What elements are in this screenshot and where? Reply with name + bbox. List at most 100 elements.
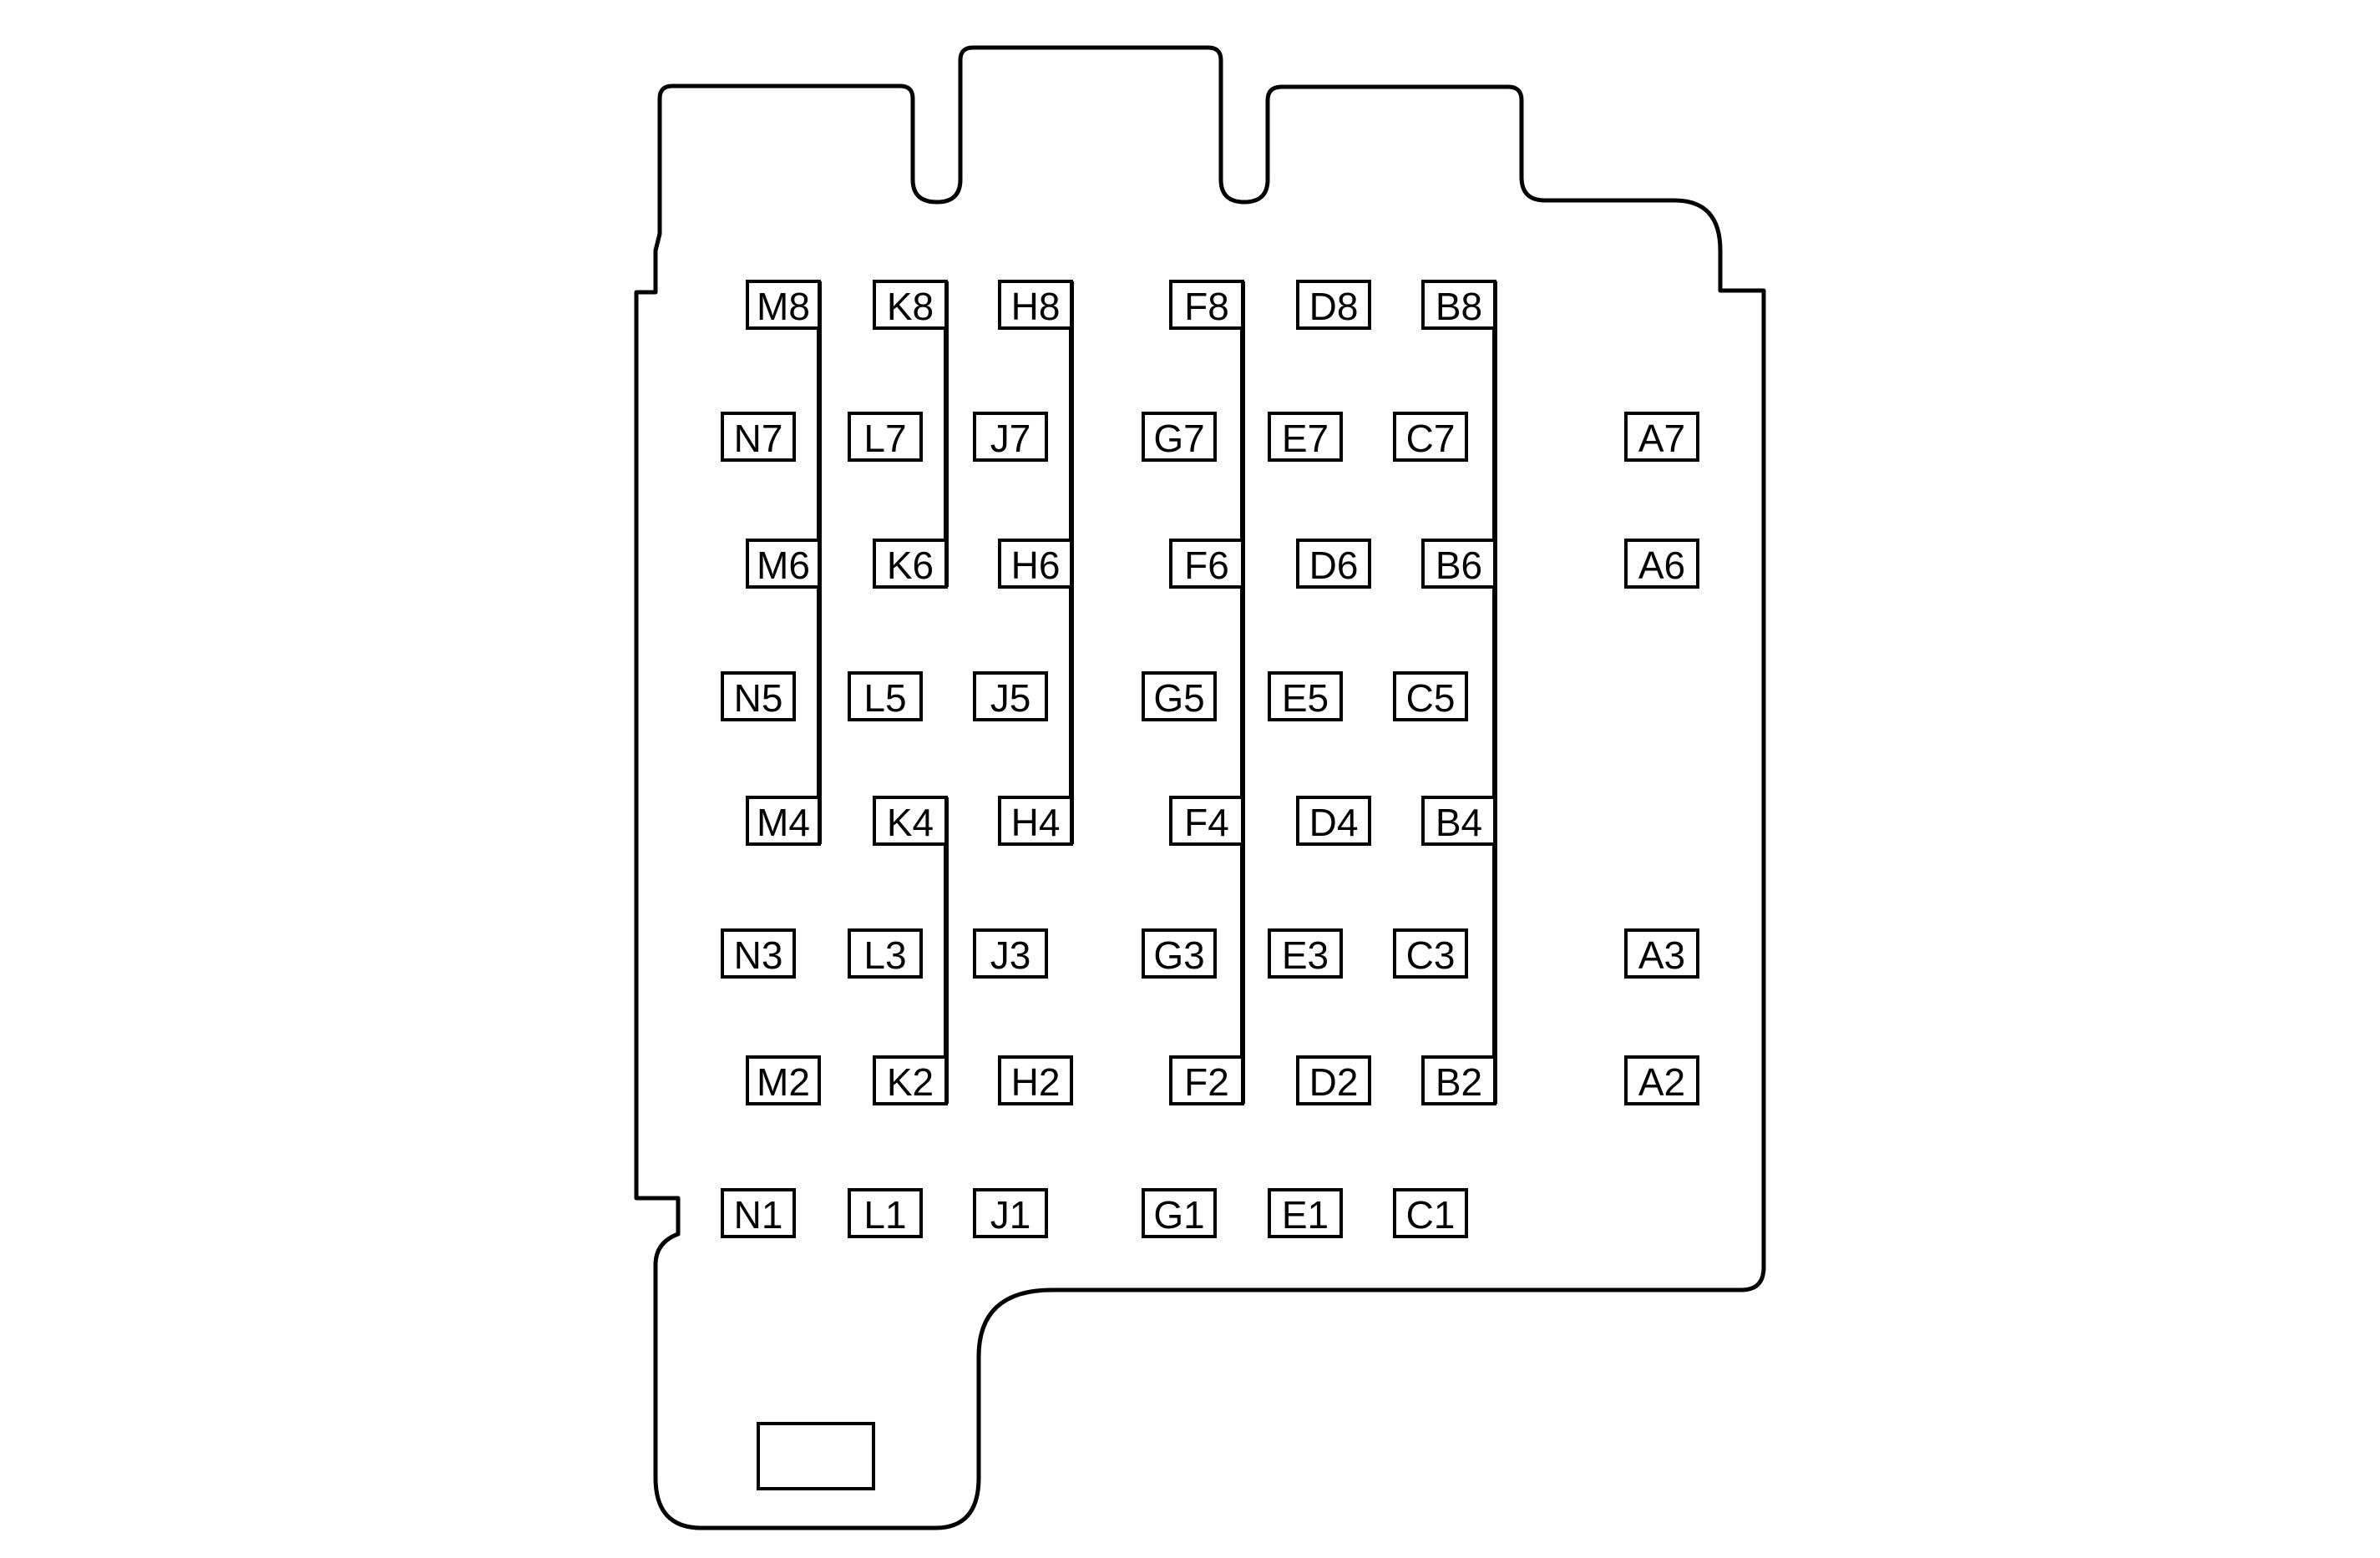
terminal-label: A7 <box>1638 417 1685 460</box>
terminal-box <box>1421 1055 1496 1105</box>
terminal-box <box>1169 280 1244 330</box>
terminal-label: K4 <box>887 801 934 844</box>
terminal-box <box>1268 412 1343 462</box>
terminal-box <box>1624 928 1699 979</box>
terminal-n7: N7 <box>721 412 796 462</box>
terminal-box <box>1624 539 1699 589</box>
terminal-box <box>1142 928 1217 979</box>
terminal-box <box>873 280 948 330</box>
terminal-box <box>998 796 1073 846</box>
connector-housing-outline <box>634 45 1766 1530</box>
terminal-b6: B6 <box>1421 539 1496 589</box>
terminal-box <box>1421 539 1496 589</box>
terminal-label: H8 <box>1011 285 1061 328</box>
terminal-box <box>746 280 821 330</box>
terminal-box <box>1421 796 1496 846</box>
terminal-f4: F4 <box>1169 796 1244 846</box>
terminal-label: C1 <box>1406 1193 1456 1237</box>
terminal-m6: M6 <box>746 539 821 589</box>
terminal-box <box>1393 928 1468 979</box>
terminal-label: L7 <box>863 417 906 460</box>
terminal-box <box>1268 1188 1343 1238</box>
terminal-h2: H2 <box>998 1055 1073 1105</box>
terminal-h8: H8 <box>998 280 1073 330</box>
terminal-f2: F2 <box>1169 1055 1244 1105</box>
terminal-box <box>1169 1055 1244 1105</box>
terminal-box <box>1296 539 1371 589</box>
terminal-label: G5 <box>1153 676 1204 720</box>
terminal-box <box>721 412 796 462</box>
terminal-g1: G1 <box>1142 1188 1217 1238</box>
terminal-box <box>973 1188 1048 1238</box>
terminal-a7: A7 <box>1624 412 1699 462</box>
terminal-box <box>998 280 1073 330</box>
terminal-f6: F6 <box>1169 539 1244 589</box>
terminal-label: C7 <box>1406 417 1456 460</box>
terminal-label: F6 <box>1184 544 1229 587</box>
terminal-label: N5 <box>734 676 783 720</box>
terminal-label: B4 <box>1436 801 1482 844</box>
terminal-f8: F8 <box>1169 280 1244 330</box>
terminal-label: E3 <box>1282 933 1329 977</box>
terminal-label: C3 <box>1406 933 1456 977</box>
terminal-label: K2 <box>887 1060 934 1104</box>
terminal-n5: N5 <box>721 671 796 721</box>
terminal-label: E5 <box>1282 676 1329 720</box>
terminal-label: L1 <box>863 1193 906 1237</box>
terminal-e3: E3 <box>1268 928 1343 979</box>
terminal-label: D2 <box>1309 1060 1359 1104</box>
terminal-box <box>721 1188 796 1238</box>
terminal-a2: A2 <box>1624 1055 1699 1105</box>
terminal-box <box>1393 1188 1468 1238</box>
terminal-label: H4 <box>1011 801 1061 844</box>
terminal-box <box>746 539 821 589</box>
terminal-box <box>973 671 1048 721</box>
terminal-label: E1 <box>1282 1193 1329 1237</box>
terminal-label: M8 <box>757 285 810 328</box>
terminal-box <box>1268 928 1343 979</box>
locking-tab <box>757 1422 875 1490</box>
terminal-box <box>1296 280 1371 330</box>
terminal-label: F2 <box>1184 1060 1229 1104</box>
terminal-box <box>1624 1055 1699 1105</box>
terminal-l7: L7 <box>848 412 923 462</box>
terminal-box <box>721 671 796 721</box>
terminal-label: J5 <box>990 676 1031 720</box>
terminal-label: L3 <box>863 933 906 977</box>
terminal-label: G1 <box>1153 1193 1204 1237</box>
terminal-label: B6 <box>1436 544 1482 587</box>
terminal-label: B8 <box>1436 285 1482 328</box>
terminal-label: K8 <box>887 285 934 328</box>
terminal-box <box>1142 1188 1217 1238</box>
terminal-label: F4 <box>1184 801 1229 844</box>
terminal-a3: A3 <box>1624 928 1699 979</box>
terminal-label: A3 <box>1638 933 1685 977</box>
terminal-box <box>1393 671 1468 721</box>
terminal-box <box>873 796 948 846</box>
terminal-m2: M2 <box>746 1055 821 1105</box>
terminal-box <box>1624 412 1699 462</box>
terminal-c3: C3 <box>1393 928 1468 979</box>
terminal-label: H6 <box>1011 544 1061 587</box>
terminal-box <box>998 539 1073 589</box>
terminal-box <box>746 796 821 846</box>
terminal-box <box>873 539 948 589</box>
terminal-label: A2 <box>1638 1060 1685 1104</box>
terminal-label: M4 <box>757 801 810 844</box>
terminal-l5: L5 <box>848 671 923 721</box>
terminal-k8: K8 <box>873 280 948 330</box>
terminal-box <box>746 1055 821 1105</box>
terminal-box <box>1169 539 1244 589</box>
terminal-e1: E1 <box>1268 1188 1343 1238</box>
terminal-label: H2 <box>1011 1060 1061 1104</box>
terminal-d8: D8 <box>1296 280 1371 330</box>
terminal-j5: J5 <box>973 671 1048 721</box>
terminal-box <box>1421 280 1496 330</box>
terminal-label: G7 <box>1153 417 1204 460</box>
terminal-box <box>1142 412 1217 462</box>
terminal-b4: B4 <box>1421 796 1496 846</box>
terminal-box <box>973 928 1048 979</box>
terminal-e5: E5 <box>1268 671 1343 721</box>
